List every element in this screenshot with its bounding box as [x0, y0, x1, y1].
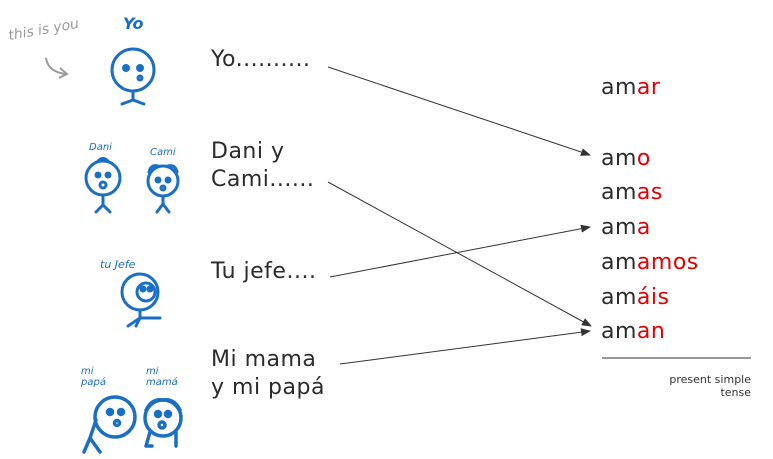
verb-stem: am [601, 215, 637, 240]
verb-stem: am [601, 250, 637, 275]
mama-figure-icon [143, 397, 183, 448]
verb-ending: a [636, 215, 651, 240]
caption-line-1: present simple [669, 373, 751, 386]
jefe-figure-label: tu Jefe [100, 258, 136, 271]
mama-figure-label: mi mamá [146, 366, 178, 388]
arrow-danicami-aman [327, 181, 592, 327]
subject-tu-jefe: Tu jefe.... [211, 259, 317, 284]
cami-figure-icon [146, 164, 180, 214]
verb-stem: am [601, 319, 637, 344]
verb-stem: am [601, 180, 637, 205]
dani-figure-label: Dani [89, 142, 112, 153]
arrow-jefe-ama [329, 224, 591, 278]
infinitive-amar: amar [601, 75, 660, 101]
verb-ending: an [636, 319, 666, 344]
verb-ending: áis [636, 285, 670, 310]
subject-padres: Mi mama y mi papá [211, 347, 325, 400]
subject-yo: Yo.......... [211, 47, 311, 72]
verb-stem: am [601, 146, 637, 171]
cami-figure-label: Cami [150, 147, 176, 158]
conjugation-amais: amáis [601, 285, 669, 311]
verb-stem: am [601, 285, 637, 310]
subject-dani-y-cami: Dani y Cami...... [211, 139, 315, 192]
conjugation-amamos: amamos [601, 250, 699, 276]
jefe-figure-icon [120, 272, 162, 328]
conjugation-ama: ama [601, 215, 651, 241]
verb-ending: as [636, 180, 663, 205]
yo-figure-label: Yo [123, 14, 144, 33]
arrow-yo-amo [327, 66, 591, 156]
verb-ending: ar [636, 75, 661, 100]
papa-figure-icon [82, 395, 137, 454]
caption-line-2: tense [720, 386, 751, 399]
yo-figure-icon [110, 47, 156, 106]
dani-figure-icon [84, 157, 122, 214]
conjugation-aman: aman [601, 319, 665, 345]
tense-caption: present simple tense [600, 373, 751, 399]
verb-stem: am [601, 75, 637, 100]
verb-ending: o [636, 146, 651, 171]
conjugation-amas: amas [601, 180, 663, 206]
papa-figure-label: mi papá [81, 366, 106, 388]
conjugation-amo: amo [601, 146, 651, 172]
arrow-padres-aman [339, 328, 591, 365]
annotation-arrow-icon [45, 57, 67, 75]
verb-ending: amos [636, 250, 699, 275]
